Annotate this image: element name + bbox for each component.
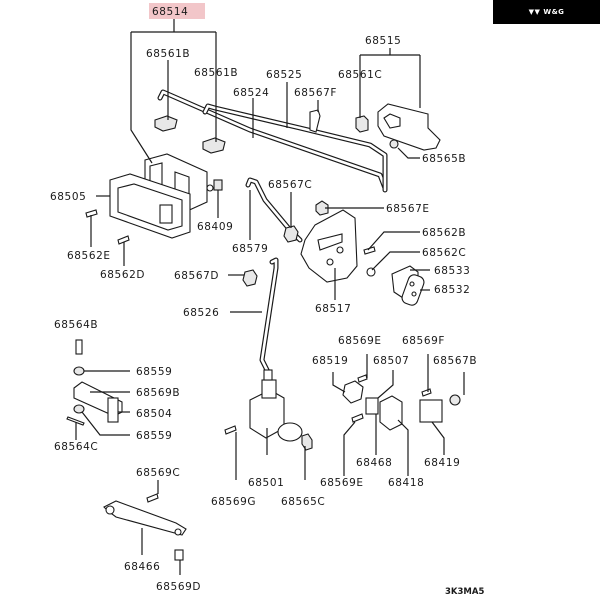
pin-68564C — [66, 416, 85, 426]
label-68559-b[interactable]: 68559 — [136, 430, 172, 442]
screw-68569E-a — [357, 374, 368, 383]
label-68514[interactable]: 68514 — [152, 6, 188, 18]
label-68569E-a[interactable]: 68569E — [338, 335, 382, 347]
label-68468[interactable]: 68468 — [356, 457, 392, 469]
label-68567D[interactable]: 68567D — [174, 270, 219, 282]
highlight-68514 — [149, 3, 205, 19]
label-68507[interactable]: 68507 — [373, 355, 409, 367]
label-68524[interactable]: 68524 — [233, 87, 269, 99]
part-labels: 68514 68561B 68561B 68525 68524 68567F 6… — [50, 6, 484, 597]
label-68569D[interactable]: 68569D — [156, 581, 201, 593]
label-68505[interactable]: 68505 — [50, 191, 86, 203]
clip-68561B-b — [202, 137, 226, 154]
label-68569F[interactable]: 68569F — [402, 335, 445, 347]
washer-68559-b — [73, 404, 85, 414]
label-68569C[interactable]: 68569C — [136, 467, 180, 479]
label-68466[interactable]: 68466 — [124, 561, 160, 573]
screw-68562D — [117, 235, 130, 245]
label-68515[interactable]: 68515 — [365, 35, 401, 47]
leader-lines — [75, 19, 465, 575]
label-68564C[interactable]: 68564C — [54, 441, 98, 453]
nut-68565B — [389, 139, 399, 149]
label-68525[interactable]: 68525 — [266, 69, 302, 81]
label-68569B[interactable]: 68569B — [136, 387, 180, 399]
label-68409[interactable]: 68409 — [197, 221, 233, 233]
bracket-68504 — [73, 381, 123, 423]
label-68569G[interactable]: 68569G — [211, 496, 256, 508]
label-68532[interactable]: 68532 — [434, 284, 470, 296]
label-68579[interactable]: 68579 — [232, 243, 268, 255]
brand-badge-text: W&G — [543, 8, 565, 16]
door-latch-68517 — [300, 209, 358, 283]
screw-68569D — [174, 549, 184, 561]
clip-68409 — [213, 179, 223, 191]
label-68562E[interactable]: 68562E — [67, 250, 111, 262]
bolt-68564B — [75, 339, 83, 355]
clip-68567F — [309, 109, 321, 133]
striker-plate-68532 — [401, 274, 425, 306]
label-68559-a[interactable]: 68559 — [136, 366, 172, 378]
label-68418[interactable]: 68418 — [388, 477, 424, 489]
label-68567E[interactable]: 68567E — [386, 203, 430, 215]
clip-68561B-a — [154, 115, 178, 132]
label-68504[interactable]: 68504 — [136, 408, 172, 420]
rod-68524 — [157, 89, 388, 191]
label-68562B[interactable]: 68562B — [422, 227, 466, 239]
screw-68569G — [224, 425, 237, 435]
label-68561B-b[interactable]: 68561B — [194, 67, 238, 79]
label-68562D[interactable]: 68562D — [100, 269, 145, 281]
bracket-68507 — [365, 397, 379, 415]
screw-68569F — [421, 388, 432, 397]
label-68567C[interactable]: 68567C — [268, 179, 312, 191]
screw-68569E-b — [351, 413, 364, 423]
screw-68569C — [146, 493, 159, 503]
wg-logo-icon: ▼▼ — [528, 8, 541, 16]
brand-badge: ▼▼ W&G — [493, 0, 600, 24]
grommet-68519 — [342, 380, 364, 404]
outside-handle-68515 — [377, 103, 441, 151]
switch-68419 — [419, 399, 443, 423]
label-68519[interactable]: 68519 — [312, 355, 348, 367]
label-68567F[interactable]: 68567F — [294, 87, 337, 99]
label-68561B-a[interactable]: 68561B — [146, 48, 190, 60]
label-68567B[interactable]: 68567B — [433, 355, 477, 367]
clip-68567D — [242, 269, 258, 287]
label-68517[interactable]: 68517 — [315, 303, 351, 315]
label-68569E-b[interactable]: 68569E — [320, 477, 364, 489]
handle-bezel-68505 — [109, 173, 191, 239]
label-68561C[interactable]: 68561C — [338, 69, 382, 81]
screw-68562E — [85, 209, 98, 218]
rod-68525 — [202, 103, 388, 193]
label-68562C[interactable]: 68562C — [422, 247, 466, 259]
clip-68561C — [355, 115, 369, 133]
clip-68567E — [315, 200, 329, 216]
screw-68562B — [363, 246, 376, 255]
bracket-68418 — [379, 395, 403, 431]
label-68501[interactable]: 68501 — [248, 477, 284, 489]
diagram-code: 3K3MA5 — [445, 587, 484, 597]
label-68565C[interactable]: 68565C — [281, 496, 325, 508]
label-68533[interactable]: 68533 — [434, 265, 470, 277]
label-68419[interactable]: 68419 — [424, 457, 460, 469]
label-68564B[interactable]: 68564B — [54, 319, 98, 331]
screw-68562C — [366, 267, 376, 277]
label-68565B[interactable]: 68565B — [422, 153, 466, 165]
lock-actuator-68501 — [249, 369, 303, 442]
clip-68567C — [283, 225, 299, 243]
rod-68526 — [259, 257, 279, 383]
label-68526[interactable]: 68526 — [183, 307, 219, 319]
lever-68466 — [103, 500, 187, 536]
clip-68565C — [301, 433, 313, 451]
clip-68567B — [449, 394, 461, 406]
washer-68559-a — [73, 366, 85, 376]
